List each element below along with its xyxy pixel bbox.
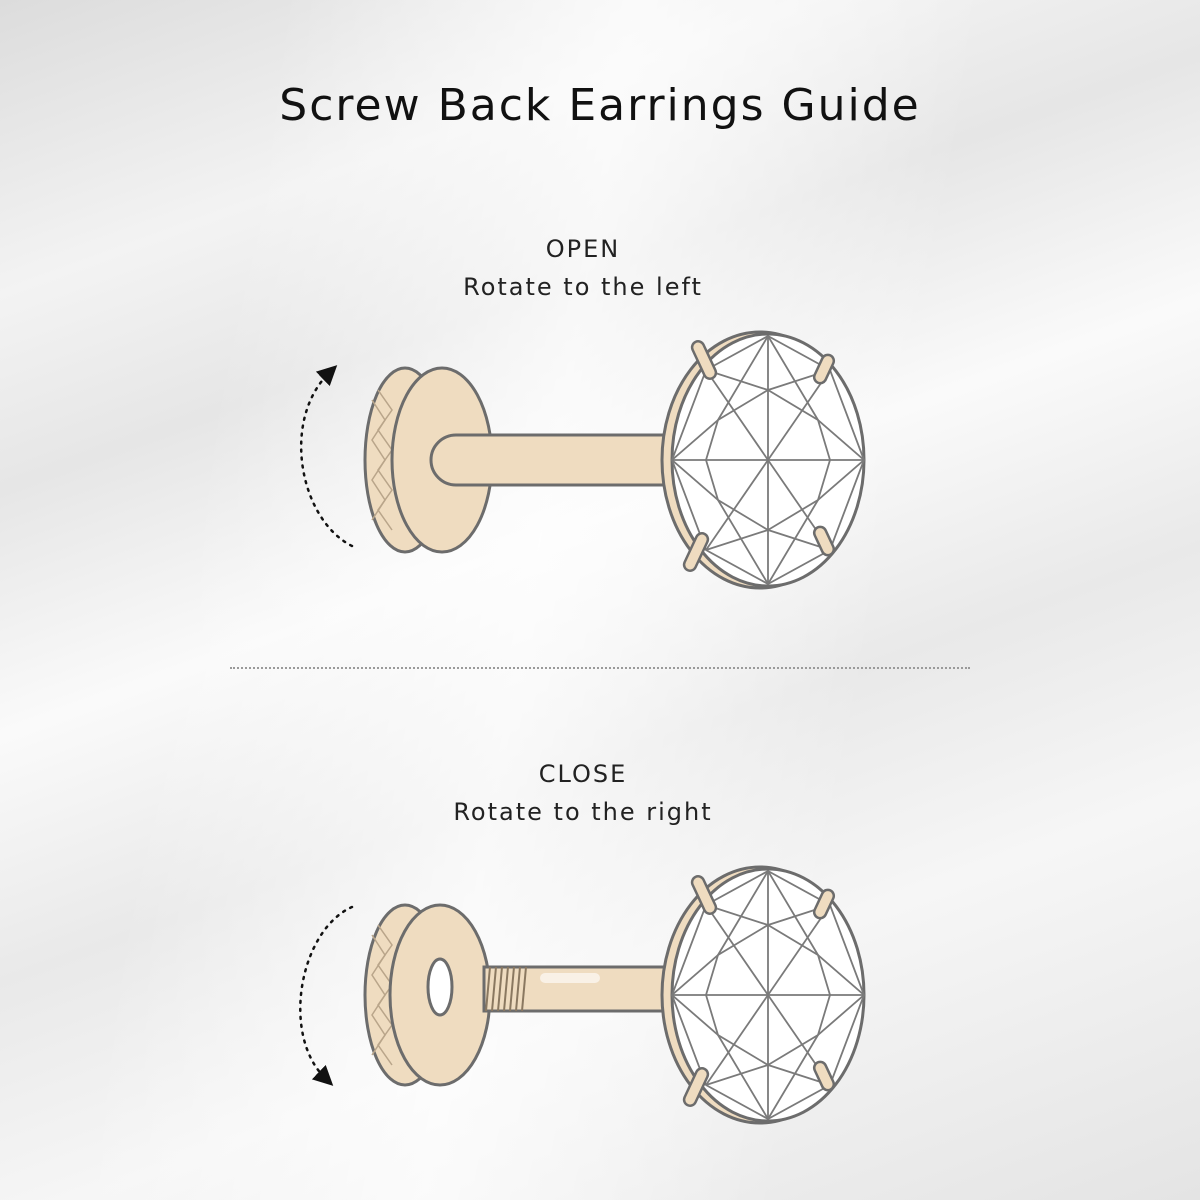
rotate-clockwise-arrow-icon — [299, 905, 354, 1086]
close-heading: CLOSE — [538, 760, 628, 788]
gemstone-icon — [660, 865, 866, 1125]
open-caption: OPEN Rotate to the left — [0, 230, 1183, 306]
gemstone-icon — [660, 330, 866, 590]
close-caption: CLOSE Rotate to the right — [0, 755, 1183, 831]
page-title: Screw Back Earrings Guide — [279, 80, 921, 131]
open-heading: OPEN — [545, 235, 621, 263]
close-earring-diagram — [299, 865, 866, 1125]
earring-back-icon — [363, 903, 492, 1087]
open-instruction: Rotate to the left — [463, 273, 703, 301]
earring-post — [429, 433, 672, 487]
rotate-counterclockwise-arrow-icon — [300, 365, 354, 548]
open-earring-diagram — [300, 330, 866, 590]
close-instruction: Rotate to the right — [453, 798, 713, 826]
section-divider — [230, 667, 970, 669]
threaded-earring-post — [482, 965, 672, 1013]
